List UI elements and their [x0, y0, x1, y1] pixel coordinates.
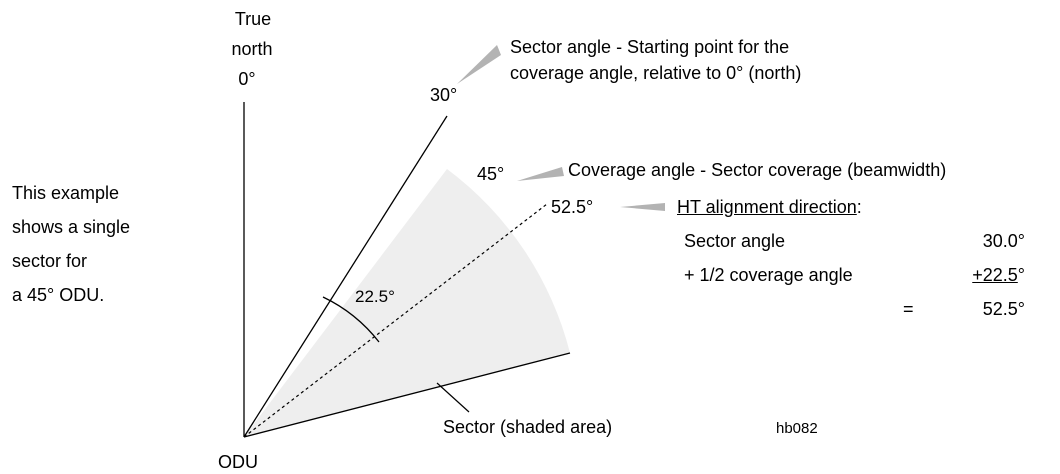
side-note-line3: sector for: [12, 251, 88, 271]
calc-title: HT alignment direction:: [677, 196, 862, 218]
sector-label: Sector (shaded area): [443, 417, 613, 437]
alignment-pointer: [620, 203, 665, 211]
half-angle-arc: [322, 296, 380, 343]
calc-row1-label: Sector angle: [684, 231, 786, 251]
calc-title-text: HT alignment direction: [677, 197, 857, 217]
sector-angle-pointer: [457, 45, 501, 84]
odu-label: ODU: [218, 452, 258, 472]
alignment-angle: 52.5°: [551, 197, 594, 217]
alignment-direction-line: [243, 203, 548, 438]
calc-row3-value: 52.5°: [982, 299, 1025, 319]
side-note-line2: shows a single: [12, 217, 131, 237]
calc-row2-value-unit: °: [1017, 265, 1025, 285]
sector-shaded-area: [244, 169, 570, 437]
coverage-angle-callout: Coverage angle - Sector coverage (beamwi…: [568, 160, 947, 180]
calc-row1-value: 30.0°: [982, 231, 1025, 251]
half-angle-label: 22.5°: [355, 287, 395, 306]
true-north-label-line1: True: [234, 9, 272, 29]
true-north-label-line2: north: [231, 39, 273, 59]
side-note-line4: a 45° ODU.: [12, 285, 105, 305]
figure-id: hb082: [776, 420, 818, 437]
sector-angle-callout-line2: coverage angle, relative to 0° (north): [510, 63, 802, 83]
calc-title-colon: :: [856, 197, 862, 217]
calc-row2-value-number: +22.5: [972, 265, 1018, 285]
sector-angle-callout-line1: Sector angle - Starting point for the: [510, 37, 790, 57]
sector-start-line: [243, 115, 448, 438]
sector-end-angle: 45°: [477, 164, 505, 184]
sector-label-leader: [436, 382, 470, 413]
true-north-angle: 0°: [238, 69, 256, 89]
sector-end-line: [243, 352, 571, 438]
calc-row3-label: =: [903, 299, 914, 319]
sector-start-angle: 30°: [430, 85, 458, 105]
side-note-line1: This example: [12, 183, 120, 203]
coverage-angle-pointer: [517, 167, 564, 181]
calc-row2-value: +22.5°: [972, 264, 1025, 286]
calc-row2-label: + 1/2 coverage angle: [684, 265, 853, 285]
